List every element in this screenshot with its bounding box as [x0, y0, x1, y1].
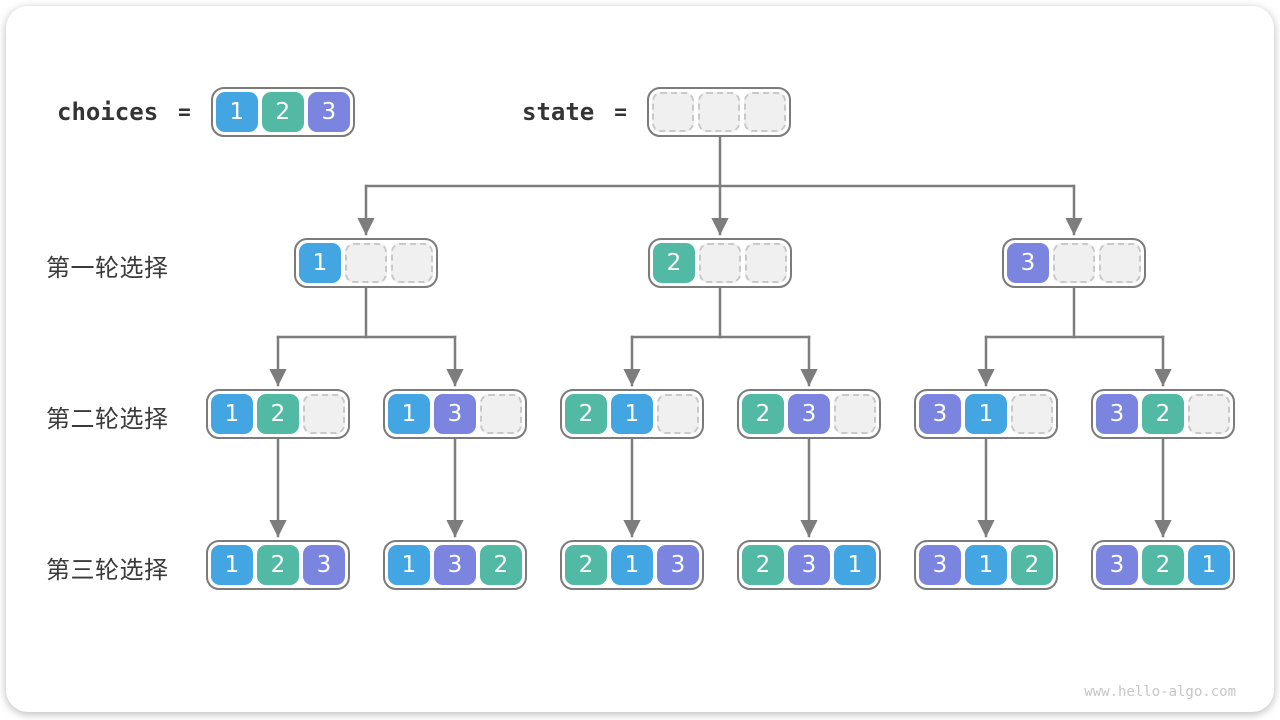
- choices-label: choices: [57, 98, 159, 126]
- value-cell-1: 1: [388, 394, 430, 434]
- value-cell-3: 3: [434, 545, 476, 585]
- empty-cell: [743, 92, 786, 132]
- value-cell-1: 1: [211, 545, 253, 585]
- tree-node-round1-3: 3: [1002, 238, 1146, 288]
- choices-equals-sign: =: [178, 100, 191, 124]
- value-cell-1: 1: [388, 545, 430, 585]
- value-cell-3: 3: [1096, 545, 1138, 585]
- value-cell-3: 3: [657, 545, 699, 585]
- value-cell-2: 2: [742, 545, 784, 585]
- tree-node-round1-2: 2: [648, 238, 792, 288]
- value-cell-3: 3: [1096, 394, 1138, 434]
- value-cell-3: 3: [919, 394, 961, 434]
- value-cell-3: 3: [788, 545, 830, 585]
- row-label-round-2: 第二轮选择: [46, 406, 169, 433]
- value-cell-3: 3: [788, 394, 830, 434]
- value-cell-3: 3: [307, 92, 350, 132]
- empty-cell: [699, 243, 741, 283]
- value-cell-2: 2: [653, 243, 695, 283]
- empty-cell: [480, 394, 522, 434]
- value-cell-1: 1: [965, 394, 1007, 434]
- value-cell-2: 2: [742, 394, 784, 434]
- value-cell-1: 1: [965, 545, 1007, 585]
- value-cell-2: 2: [480, 545, 522, 585]
- tree-node-round1-1: 1: [294, 238, 438, 288]
- empty-cell: [303, 394, 345, 434]
- value-cell-2: 2: [261, 92, 304, 132]
- state-label: state: [522, 98, 595, 126]
- empty-cell: [1188, 394, 1230, 434]
- value-cell-2: 2: [1011, 545, 1053, 585]
- value-cell-3: 3: [303, 545, 345, 585]
- value-cell-3: 3: [1007, 243, 1049, 283]
- empty-cell: [391, 243, 433, 283]
- empty-cell: [834, 394, 876, 434]
- empty-cell: [1053, 243, 1095, 283]
- value-cell-1: 1: [611, 545, 653, 585]
- value-cell-2: 2: [1142, 394, 1184, 434]
- state-node: [646, 87, 791, 137]
- value-cell-2: 2: [257, 394, 299, 434]
- state-group: state =: [522, 87, 791, 137]
- row-label-round-3: 第三轮选择: [46, 557, 169, 584]
- empty-cell: [1099, 243, 1141, 283]
- empty-cell: [651, 92, 694, 132]
- value-cell-3: 3: [919, 545, 961, 585]
- value-cell-1: 1: [211, 394, 253, 434]
- value-cell-1: 1: [215, 92, 258, 132]
- state-equals-sign: =: [614, 100, 627, 124]
- value-cell-1: 1: [1188, 545, 1230, 585]
- empty-cell: [1011, 394, 1053, 434]
- value-cell-3: 3: [434, 394, 476, 434]
- value-cell-1: 1: [611, 394, 653, 434]
- empty-cell: [657, 394, 699, 434]
- watermark: www.hello-algo.com: [1084, 684, 1236, 700]
- empty-cell: [745, 243, 787, 283]
- empty-cell: [697, 92, 740, 132]
- value-cell-2: 2: [565, 545, 607, 585]
- row-label-round-1: 第一轮选择: [46, 255, 169, 282]
- value-cell-2: 2: [257, 545, 299, 585]
- value-cell-2: 2: [565, 394, 607, 434]
- empty-cell: [345, 243, 387, 283]
- value-cell-1: 1: [834, 545, 876, 585]
- value-cell-2: 2: [1142, 545, 1184, 585]
- value-cell-1: 1: [299, 243, 341, 283]
